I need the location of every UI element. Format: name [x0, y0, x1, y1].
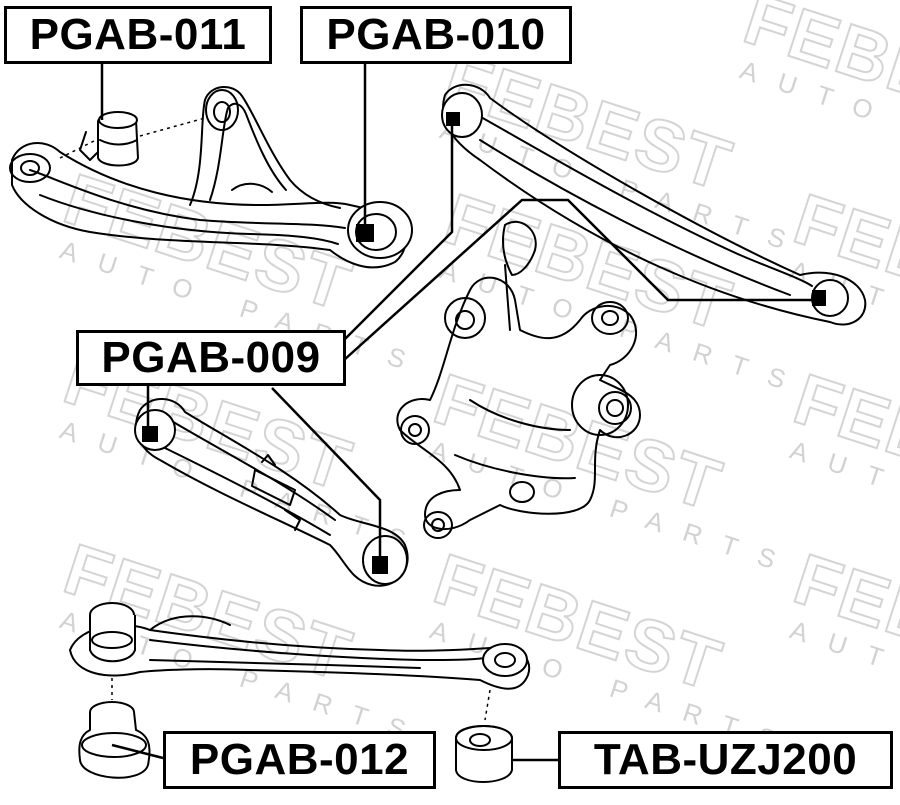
lower-control-arm: [69, 602, 531, 783]
marker-pgab-009-c: [142, 426, 158, 442]
knuckle-hub-carrier: [396, 220, 641, 539]
label-pgab-011: PGAB-011: [4, 6, 272, 64]
lateral-arm: [441, 83, 867, 326]
marker-pgab-010: [356, 224, 374, 242]
bushing-markers: [142, 112, 826, 574]
marker-pgab-009-d: [372, 556, 388, 574]
marker-pgab-009-a: [446, 112, 460, 126]
label-pgab-009: PGAB-009: [76, 330, 346, 386]
marker-pgab-009-b: [812, 290, 826, 306]
label-pgab-012: PGAB-012: [163, 731, 436, 789]
watermark-tile: FEBEST AUTO PARTS: [734, 0, 900, 201]
upper-control-arm: [9, 86, 413, 269]
label-tab-uzj200: TAB-UZJ200: [558, 731, 893, 789]
watermark-tile: FEBEST AUTO PARTS: [434, 178, 810, 401]
watermark-tile: FEBEST AUTO PARTS: [784, 538, 900, 761]
label-pgab-010: PGAB-010: [300, 6, 572, 64]
leader-lines: [100, 62, 818, 762]
